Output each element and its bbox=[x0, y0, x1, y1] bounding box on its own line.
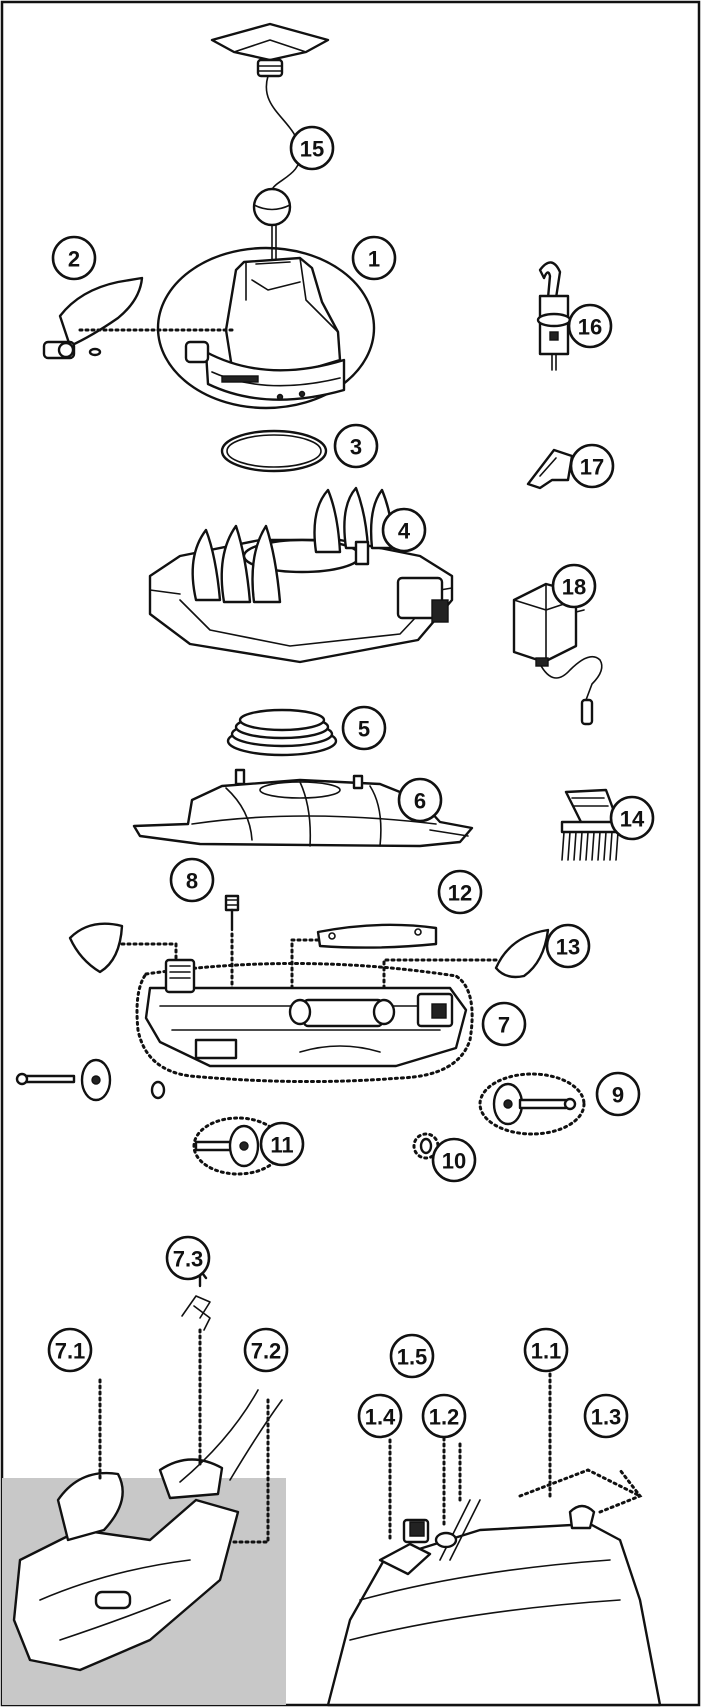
callout-15: 15 bbox=[289, 125, 335, 171]
callout-13: 13 bbox=[545, 923, 591, 969]
part-1-motor-unit bbox=[156, 246, 376, 410]
callout-11: 11 bbox=[259, 1121, 305, 1167]
callout-label: 1.1 bbox=[531, 1339, 562, 1364]
callout-7-2: 7.2 bbox=[243, 1327, 289, 1373]
part-13-side-flap bbox=[382, 928, 550, 992]
callout-circle bbox=[341, 705, 387, 751]
callout-circle bbox=[351, 235, 397, 281]
part-9-wheel-and-axle bbox=[478, 1072, 586, 1136]
callout-circle bbox=[523, 1327, 569, 1373]
callout-1: 1 bbox=[351, 235, 397, 281]
left-axle-and-wheel bbox=[15, 1058, 166, 1102]
callout-7: 7 bbox=[481, 1001, 527, 1047]
callout-label: 6 bbox=[414, 789, 426, 814]
callout-circle bbox=[333, 423, 379, 469]
callout-12: 12 bbox=[437, 869, 483, 915]
callout-circle bbox=[47, 1327, 93, 1373]
part-2-side-flap bbox=[42, 276, 144, 360]
callout-label: 1 bbox=[368, 247, 380, 272]
callout-label: 5 bbox=[358, 717, 370, 742]
callouts: 15 2 1 16 3 17 4 18 5 6 14 8 12 13 7 9 11 10 7.3 7.1 7.2 1.5 1… bbox=[47, 125, 655, 1439]
callout-14: 14 bbox=[609, 795, 655, 841]
callout-circle bbox=[169, 857, 215, 903]
callout-label: 13 bbox=[556, 935, 580, 960]
callout-1-5: 1.5 bbox=[389, 1333, 435, 1379]
callout-circle bbox=[421, 1393, 467, 1439]
callout-18: 18 bbox=[551, 563, 597, 609]
callout-circle bbox=[51, 235, 97, 281]
callout-label: 9 bbox=[612, 1083, 624, 1108]
callout-circle bbox=[381, 507, 427, 553]
callout-circle bbox=[595, 1071, 641, 1117]
callout-label: 7 bbox=[498, 1013, 510, 1038]
callout-3: 3 bbox=[333, 423, 379, 469]
callout-9: 9 bbox=[595, 1071, 641, 1117]
callout-circle bbox=[609, 795, 655, 841]
callout-circle bbox=[567, 303, 613, 349]
callout-circle bbox=[431, 1137, 477, 1183]
callout-label: 10 bbox=[442, 1149, 466, 1174]
callout-circle bbox=[357, 1393, 403, 1439]
part-4-top-cover bbox=[148, 486, 454, 664]
callout-label: 7.3 bbox=[173, 1247, 204, 1272]
callout-label: 18 bbox=[562, 575, 586, 600]
callout-circle bbox=[583, 1393, 629, 1439]
callout-label: 11 bbox=[270, 1133, 293, 1158]
callout-label: 7.2 bbox=[251, 1339, 282, 1364]
callout-circle bbox=[243, 1327, 289, 1373]
callout-circle bbox=[545, 923, 591, 969]
callout-1-4: 1.4 bbox=[357, 1393, 403, 1439]
part-3-seal-ring bbox=[220, 429, 328, 473]
callout-label: 2 bbox=[68, 247, 80, 272]
callout-label: 1.2 bbox=[429, 1405, 460, 1430]
callout-1-3: 1.3 bbox=[583, 1393, 629, 1439]
callout-7-3: 7.3 bbox=[165, 1235, 211, 1281]
callout-5: 5 bbox=[341, 705, 387, 751]
callout-circle bbox=[397, 777, 443, 823]
callout-circle bbox=[481, 1001, 527, 1047]
callout-4: 4 bbox=[381, 507, 427, 553]
callout-label: 7.1 bbox=[55, 1339, 86, 1364]
callout-circle bbox=[389, 1333, 435, 1379]
part-5-filter-disc-stack bbox=[226, 708, 338, 757]
callout-label: 16 bbox=[578, 315, 602, 340]
callout-label: 15 bbox=[300, 137, 324, 162]
callout-8: 8 bbox=[169, 857, 215, 903]
part-15-float bbox=[210, 22, 330, 263]
callout-circle bbox=[569, 443, 615, 489]
callout-label: 12 bbox=[448, 881, 472, 906]
callout-circle bbox=[437, 869, 483, 915]
callout-1-1: 1.1 bbox=[523, 1327, 569, 1373]
callout-label: 1.4 bbox=[365, 1405, 396, 1430]
callout-circle bbox=[165, 1235, 211, 1281]
callout-7-1: 7.1 bbox=[47, 1327, 93, 1373]
part-16-hook bbox=[536, 261, 572, 371]
part-17-clip bbox=[526, 448, 574, 490]
left-side-flap bbox=[68, 922, 178, 974]
callout-2: 2 bbox=[51, 235, 97, 281]
part-14-brush bbox=[560, 788, 622, 861]
callout-label: 8 bbox=[186, 869, 198, 894]
callout-16: 16 bbox=[567, 303, 613, 349]
callout-label: 14 bbox=[620, 807, 645, 832]
callout-label: 3 bbox=[350, 435, 362, 460]
callout-6: 6 bbox=[397, 777, 443, 823]
callout-label: 1.5 bbox=[397, 1345, 428, 1370]
callout-label: 17 bbox=[580, 455, 604, 480]
callout-label: 4 bbox=[398, 519, 411, 544]
callout-circle bbox=[551, 563, 597, 609]
callout-1-2: 1.2 bbox=[421, 1393, 467, 1439]
bottom-left-panel-in-water bbox=[2, 1268, 286, 1705]
bottom-right-panel-detail bbox=[326, 1348, 662, 1707]
part-18-power-supply bbox=[512, 582, 603, 726]
callout-10: 10 bbox=[431, 1137, 477, 1183]
part-12-flap bbox=[290, 923, 438, 1022]
callout-circle bbox=[289, 125, 335, 171]
part-7-chassis bbox=[135, 958, 474, 1084]
callout-17: 17 bbox=[569, 443, 615, 489]
callout-label: 1.3 bbox=[591, 1405, 622, 1430]
callout-circle bbox=[259, 1121, 305, 1167]
